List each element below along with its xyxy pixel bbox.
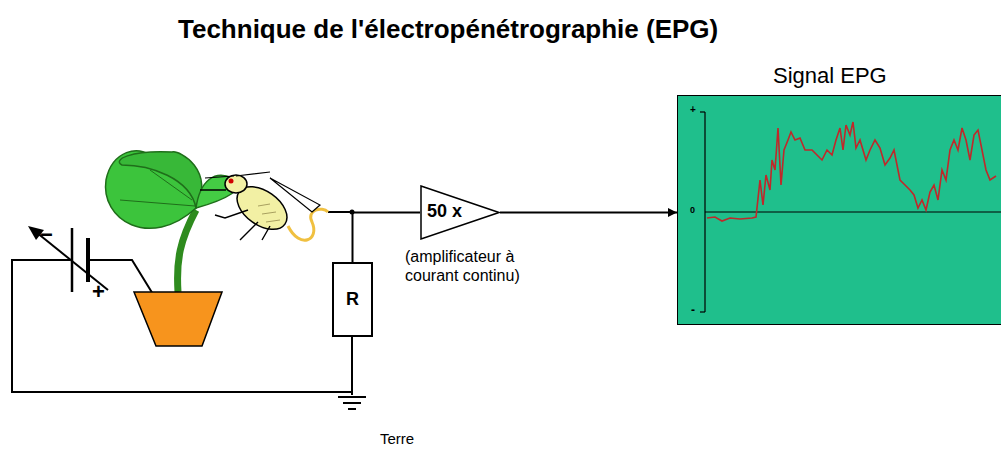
battery-minus: − xyxy=(40,222,53,248)
ground-symbol xyxy=(348,408,356,410)
battery-plus: + xyxy=(92,279,105,305)
axis-minus: - xyxy=(691,303,695,317)
epg-signal xyxy=(707,122,996,221)
screen-fill xyxy=(677,95,1001,325)
amplifier-outline xyxy=(421,186,499,239)
resistor-symbol: R xyxy=(332,262,373,337)
oscilloscope-screen: Signal EPG xyxy=(677,95,1001,325)
insect-eye xyxy=(229,179,234,184)
insect-wire-gold xyxy=(288,209,328,240)
ground-symbol xyxy=(343,402,361,404)
insect-antenna xyxy=(205,172,270,178)
insect-leg xyxy=(200,190,270,240)
ground-wire xyxy=(351,337,353,395)
insect-segment xyxy=(258,204,280,222)
resistor-label: R xyxy=(346,289,359,310)
ground-symbol xyxy=(338,396,366,398)
ground-label: Terre xyxy=(380,430,414,448)
panel-heading: Signal EPG xyxy=(773,63,887,89)
insect-head xyxy=(225,175,247,193)
gain-label: 50 x xyxy=(427,201,462,222)
leaf-vein xyxy=(120,170,195,206)
axis-plus: + xyxy=(690,104,696,116)
amplifier-note: (amplificateur à courant continu) xyxy=(405,247,555,285)
zero-line xyxy=(705,212,1001,213)
title: Technique de l'électropénétrographie (EP… xyxy=(178,14,718,45)
return-wire xyxy=(12,260,352,392)
axis-tick xyxy=(700,111,705,112)
wire-connector xyxy=(500,212,677,214)
plant-stem xyxy=(178,210,196,292)
flower-pot xyxy=(134,292,222,346)
leaf xyxy=(119,152,201,208)
axis-zero: 0 xyxy=(690,205,695,216)
insect-wire xyxy=(328,211,352,213)
amplifier-symbol: 50 x xyxy=(420,185,500,240)
axis-tick xyxy=(700,311,705,312)
